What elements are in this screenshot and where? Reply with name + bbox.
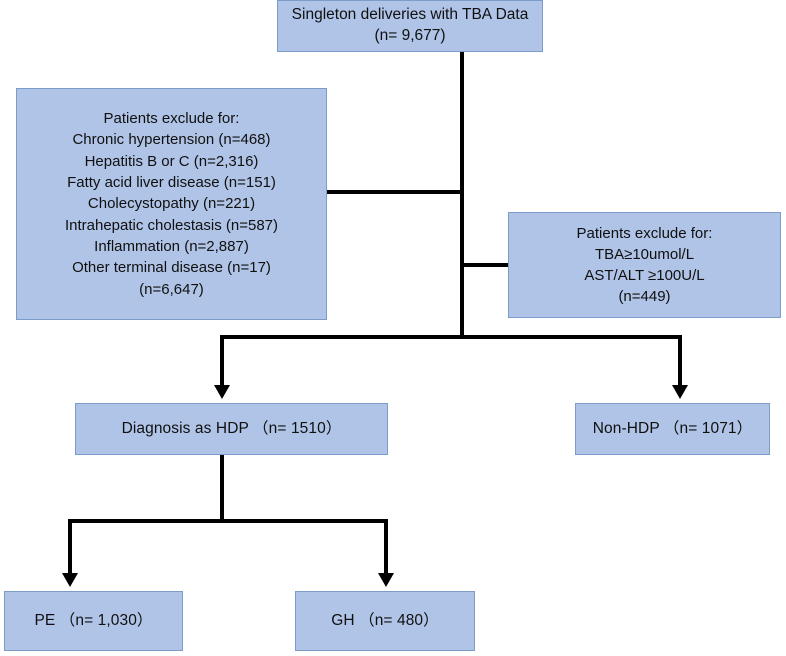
connector-split2-stem — [220, 455, 224, 523]
node-preeclampsia-group: PE （n= 1,030） — [4, 591, 183, 651]
node-singleton-deliveries-source: Singleton deliveries with TBA Data (n= 9… — [277, 0, 543, 52]
exclusion1-heading: Patients exclude for: — [103, 110, 240, 128]
connector-split2-bus — [68, 519, 388, 523]
arrowhead-to-non-hdp — [672, 385, 688, 399]
non-hdp-label: Non-HDP （n= 1071） — [592, 419, 753, 437]
exclusion2-reason-tba: TBA≥10umol/L — [594, 246, 695, 263]
source-line-1: Singleton deliveries with TBA Data — [291, 6, 529, 24]
exclusion1-reason-chronic-hypertension: Chronic hypertension (n=468) — [72, 131, 271, 149]
connector-split1-bus — [220, 335, 682, 339]
arrowhead-to-gh — [378, 573, 394, 587]
connector-to-exclusion-2 — [460, 263, 510, 267]
exclusion2-reason-ast-alt: AST/ALT ≥100U/L — [584, 267, 705, 284]
node-diagnosis-hdp: Diagnosis as HDP （n= 1510） — [75, 403, 388, 455]
connector-split2-left-arm — [68, 519, 72, 573]
gh-label: GH （n= 480） — [331, 611, 439, 629]
exclusion1-reason-cholecystopathy: Cholecystopathy (n=221) — [87, 195, 256, 213]
node-non-hdp: Non-HDP （n= 1071） — [575, 403, 770, 455]
exclusion1-reason-other-terminal-disease: Other terminal disease (n=17) — [72, 259, 271, 277]
connector-split1-left-arm — [220, 335, 224, 385]
hdp-label: Diagnosis as HDP （n= 1510） — [121, 419, 342, 437]
connector-split2-right-arm — [384, 519, 388, 573]
pe-label: PE （n= 1,030） — [34, 611, 153, 629]
arrowhead-to-pe — [62, 573, 78, 587]
arrowhead-to-hdp — [214, 385, 230, 399]
exclusion1-reason-intrahepatic-cholestasis: Intrahepatic cholestasis (n=587) — [64, 216, 279, 234]
exclusion1-reason-inflammation: Inflammation (n=2,887) — [94, 237, 249, 255]
connector-to-exclusion-1 — [327, 190, 462, 194]
connector-trunk-main — [460, 52, 464, 339]
node-gestational-hypertension-group: GH （n= 480） — [295, 591, 475, 651]
exclusion2-total: (n=449) — [618, 288, 671, 305]
exclusion1-reason-hepatitis: Hepatitis B or C (n=2,316) — [84, 152, 259, 170]
exclusion1-reason-fatty-acid-liver-disease: Fatty acid liver disease (n=151) — [67, 174, 276, 192]
node-primary-exclusion-criteria: Patients exclude for: Chronic hypertensi… — [16, 88, 327, 320]
source-line-2: (n= 9,677) — [374, 27, 446, 44]
exclusion1-total: (n=6,647) — [139, 280, 204, 298]
node-lab-value-exclusion-criteria: Patients exclude for: TBA≥10umol/L AST/A… — [508, 212, 781, 318]
exclusion2-heading: Patients exclude for: — [576, 225, 713, 242]
connector-split1-right-arm — [678, 335, 682, 385]
